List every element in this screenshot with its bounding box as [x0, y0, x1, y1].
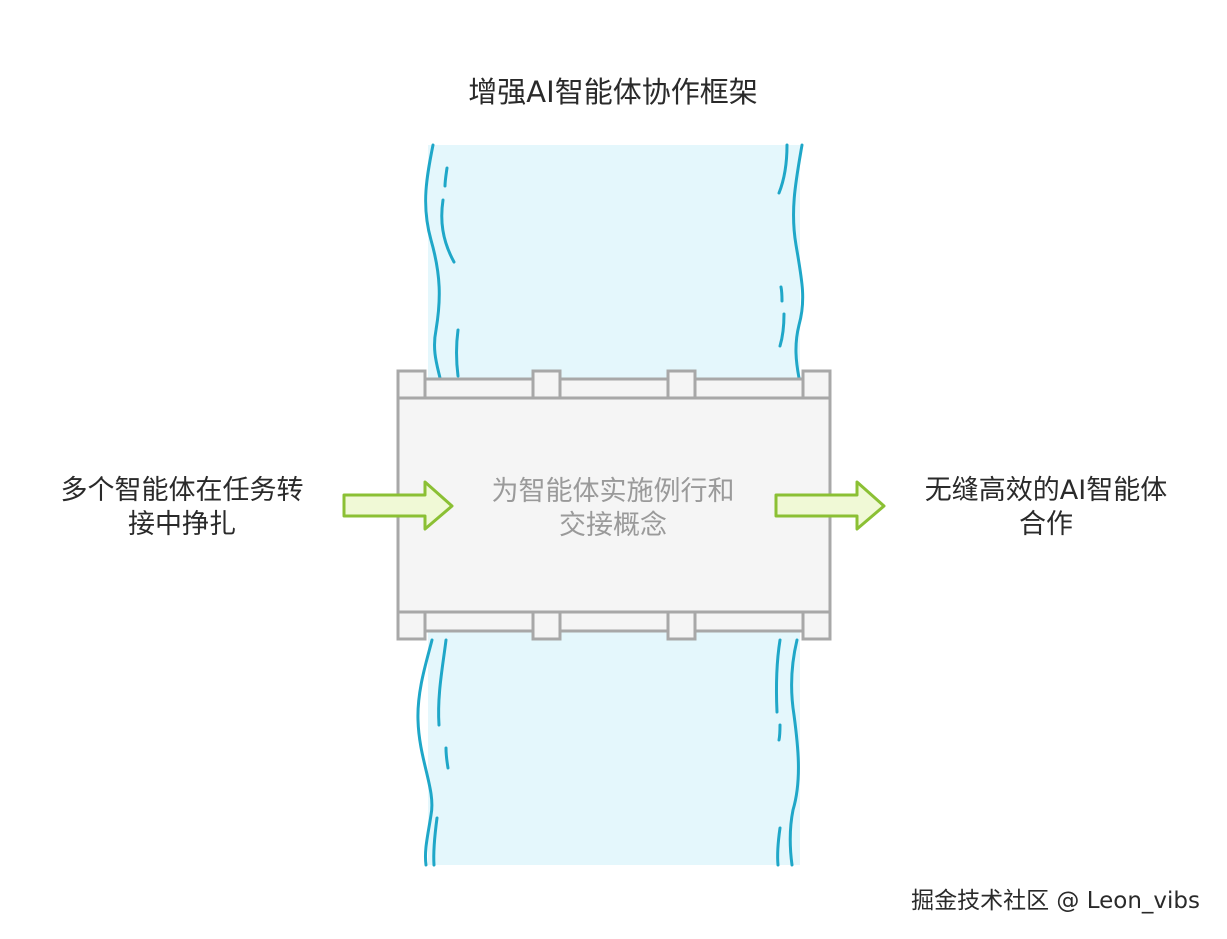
center-label-line2: 交接概念	[559, 510, 667, 541]
bridge	[396, 369, 832, 641]
bridge-rail-top	[410, 377, 818, 400]
bridge-post-bottom-4	[801, 610, 832, 641]
left-label-line2: 接中挣扎	[128, 509, 236, 540]
bridge-post-top-3	[666, 369, 697, 400]
river-ripple-right-upper-2	[778, 285, 786, 348]
right-label-line2: 合作	[1019, 509, 1073, 540]
right-label-line1: 无缝高效的AI智能体	[925, 475, 1167, 506]
river-ripple-left-upper-2	[455, 328, 460, 378]
river-ripple-left-lower-3	[432, 816, 439, 867]
bridge-post-top-2	[531, 369, 562, 400]
bridge-post-bottom-1	[396, 610, 427, 641]
bridge-post-bottom-2	[531, 610, 562, 641]
river-bank-right-upper	[792, 143, 805, 380]
river-ripple-right-lower-3	[776, 826, 782, 867]
left-label-line1: 多个智能体在任务转	[61, 475, 304, 506]
river-ripple-left-lower	[437, 638, 448, 727]
river-ripple-right-upper	[777, 143, 789, 195]
river-ripple-right-lower-2	[777, 723, 782, 742]
bridge-post-bottom-3	[666, 610, 697, 641]
watermark: 掘金技术社区 @ Leon_vibs	[911, 888, 1200, 914]
river-ripple-left-upper	[440, 166, 456, 264]
bridge-rail-bottom	[410, 610, 818, 633]
river-ripple-right-lower	[774, 638, 782, 714]
left-arrow-icon	[342, 480, 454, 531]
right-arrow-icon	[774, 480, 886, 531]
river-bank-right-lower	[788, 638, 800, 867]
river-ripple-left-lower-2	[444, 746, 450, 770]
bridge-post-top-4	[801, 369, 832, 400]
bridge-post-top-1	[396, 369, 427, 400]
bridge-deck	[396, 396, 832, 614]
center-label-line1: 为智能体实施例行和	[492, 476, 735, 507]
river-bank-left-upper	[424, 143, 442, 380]
river-bank-left-lower	[416, 638, 434, 867]
diagram-title: 增强AI智能体协作框架	[468, 75, 757, 109]
